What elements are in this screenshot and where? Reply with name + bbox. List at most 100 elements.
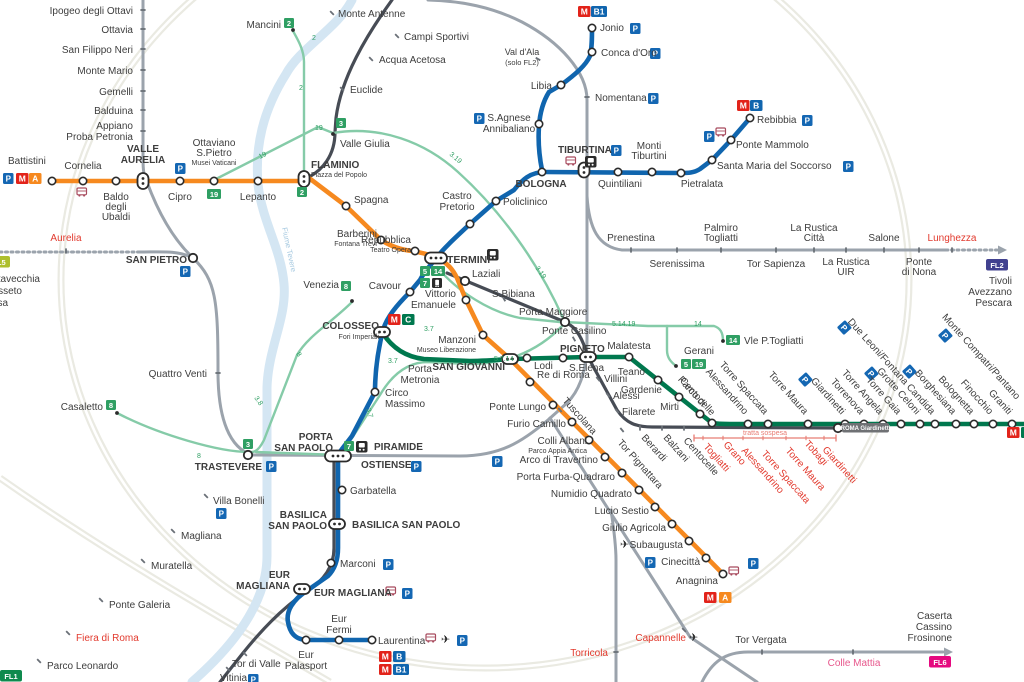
station-label: Prenestina <box>607 233 655 244</box>
svg-text:14: 14 <box>434 267 443 276</box>
station-label: Anagnina <box>676 576 719 587</box>
station-label: Baldo <box>103 192 129 203</box>
station-dot <box>78 176 88 186</box>
interchange-dot <box>439 256 443 260</box>
station-dot <box>803 419 813 429</box>
station-dot <box>743 419 753 429</box>
station-label: tratta sospesa <box>743 430 787 437</box>
interchange-dot <box>336 454 340 458</box>
station-label: Ipogeo degli Ottavi <box>50 6 133 17</box>
river-layer <box>187 0 357 682</box>
station-dot <box>653 375 663 385</box>
svg-text:M: M <box>581 7 588 17</box>
station-label: Avezzano <box>968 287 1012 298</box>
station-tick <box>170 528 176 534</box>
interchange-dot <box>506 357 509 361</box>
svg-text:8: 8 <box>109 401 113 410</box>
station-tick <box>501 296 507 302</box>
svg-text:P: P <box>386 561 392 570</box>
airport-icon: ✈ <box>620 539 629 551</box>
station-label: 19 <box>315 125 323 132</box>
station-dot <box>478 330 488 340</box>
station-label: Tor di Valle <box>232 659 281 670</box>
station-dot <box>726 135 736 145</box>
station-dot <box>896 419 906 429</box>
station-tick <box>605 392 611 398</box>
station-label: Casaletto <box>61 402 104 413</box>
station-tick <box>368 56 374 62</box>
parking-badge: P <box>180 266 191 277</box>
station-label: 3.19 <box>533 265 547 280</box>
svg-text:P: P <box>269 463 275 472</box>
metro-line-badge: M <box>578 6 591 17</box>
station-label: Fori Imperiali <box>339 334 380 341</box>
tram-line-badge: 2 <box>284 18 294 28</box>
station-dot <box>707 418 717 428</box>
station-tick <box>639 425 641 431</box>
station-tick <box>557 407 563 413</box>
station-tick <box>203 493 209 499</box>
interchange-pill <box>373 326 391 338</box>
station-label: BOLOGNA <box>515 179 566 190</box>
svg-text:M: M <box>1010 428 1017 438</box>
station-dot <box>624 352 634 362</box>
station-tick <box>140 28 146 30</box>
parking-badge: P <box>492 456 503 467</box>
station-label: Pietralata <box>681 179 724 190</box>
interchange-pill <box>579 351 597 363</box>
metro-line-badge: M <box>1007 427 1020 438</box>
svg-text:FL5: FL5 <box>0 258 6 267</box>
station-label: Porta <box>408 364 432 375</box>
station-label: Fontana Trevi <box>334 241 377 248</box>
station-dot <box>915 419 925 429</box>
parking-badge: P <box>648 93 659 104</box>
svg-text:✈: ✈ <box>441 634 450 646</box>
transit-line-fl6-torvergata <box>700 650 945 682</box>
station-label: Capannelle <box>635 633 686 644</box>
station-label: S.Bibiana <box>492 289 535 300</box>
svg-text:P: P <box>846 163 852 172</box>
direction-arrow <box>944 647 953 657</box>
station-dot <box>534 119 544 129</box>
parking-badge: P <box>645 557 656 568</box>
station-label: Manzoni <box>438 335 476 346</box>
svg-text:M: M <box>382 652 389 662</box>
station-tick <box>584 96 590 98</box>
parking-badge: P <box>383 559 394 570</box>
station-dot <box>491 196 501 206</box>
svg-text:P: P <box>904 367 915 377</box>
tram-line-badge: 7 <box>420 278 430 288</box>
station-label: Cornelia <box>64 161 102 172</box>
station-dot <box>969 419 979 429</box>
interchange-dot <box>582 171 586 174</box>
transit-line-tram-5-7-14 <box>435 265 562 324</box>
transit-line-tram-19w <box>212 125 335 182</box>
transit-line-tram-east <box>561 320 725 343</box>
station-label: Pretorio <box>439 202 474 213</box>
station-label: Musei Vaticani <box>191 160 236 167</box>
station-label: Palasport <box>285 661 327 672</box>
station-label: Rebibbia <box>757 115 797 126</box>
station-tick <box>215 372 221 374</box>
parking-badge: P <box>650 48 661 59</box>
bus-icon <box>715 127 727 137</box>
station-label: Tiburtini <box>631 151 666 162</box>
station-label: Furio Camillo <box>507 419 566 430</box>
tram-stop-dot <box>721 339 725 343</box>
station-tick <box>661 425 663 431</box>
station-label: 3.8 <box>252 395 263 407</box>
svg-text:A: A <box>32 174 38 184</box>
station-tick <box>630 247 632 253</box>
tram-line-badge: 5 <box>420 266 430 276</box>
station-label: Vittorio <box>425 289 456 300</box>
station-tick <box>98 597 104 603</box>
svg-text:M: M <box>382 665 389 675</box>
station-tick <box>676 247 678 253</box>
metro-line-badge: M <box>379 664 392 675</box>
svg-text:P: P <box>219 510 225 519</box>
metro-line-badge: B <box>393 651 406 662</box>
svg-text:P: P <box>6 175 12 184</box>
svg-text:5: 5 <box>423 267 427 276</box>
station-label: Giardinetti <box>820 445 859 486</box>
parking-badge: P <box>216 508 227 519</box>
